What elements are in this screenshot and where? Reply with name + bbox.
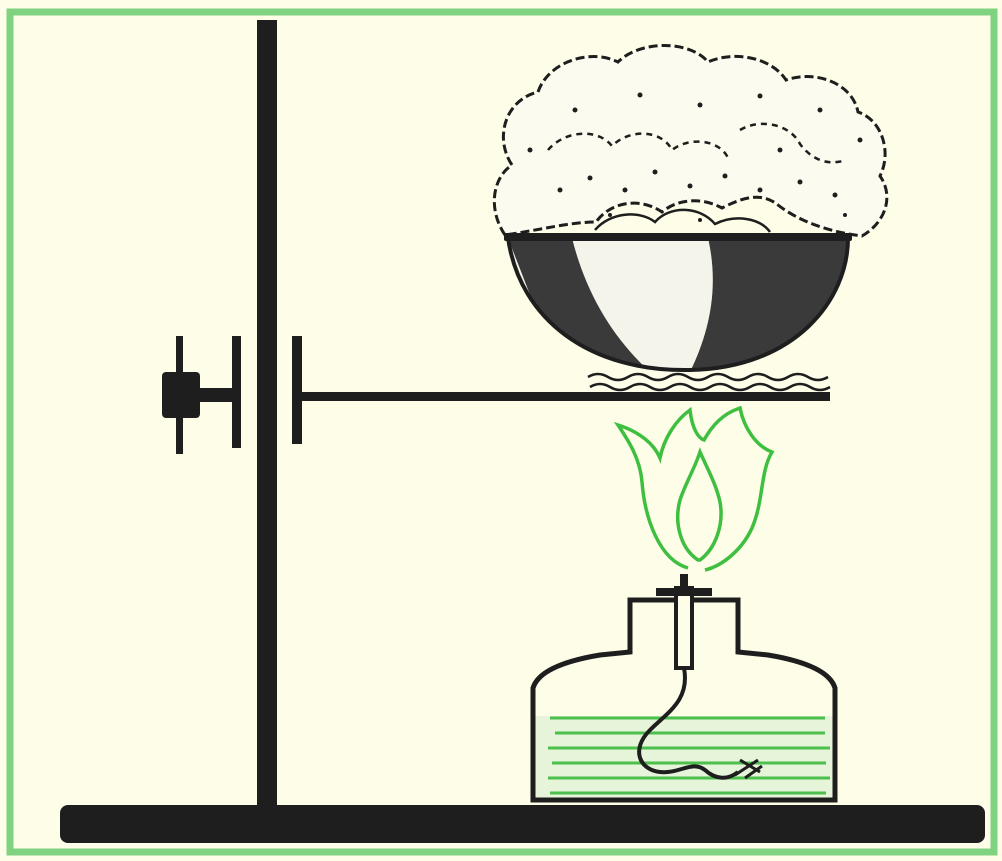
- support-ring-arm: [302, 392, 830, 401]
- clamp-screw-shaft: [198, 388, 234, 402]
- lamp-fuel: [533, 716, 835, 800]
- stand-base: [60, 805, 985, 843]
- dish-rim: [504, 233, 852, 241]
- lamp-wick-tip: [680, 574, 688, 590]
- clamp-plate-right: [292, 336, 302, 444]
- clamp-thumbscrew-head: [162, 372, 200, 418]
- stand-rod: [257, 20, 277, 820]
- lamp-wick-tube: [676, 588, 692, 668]
